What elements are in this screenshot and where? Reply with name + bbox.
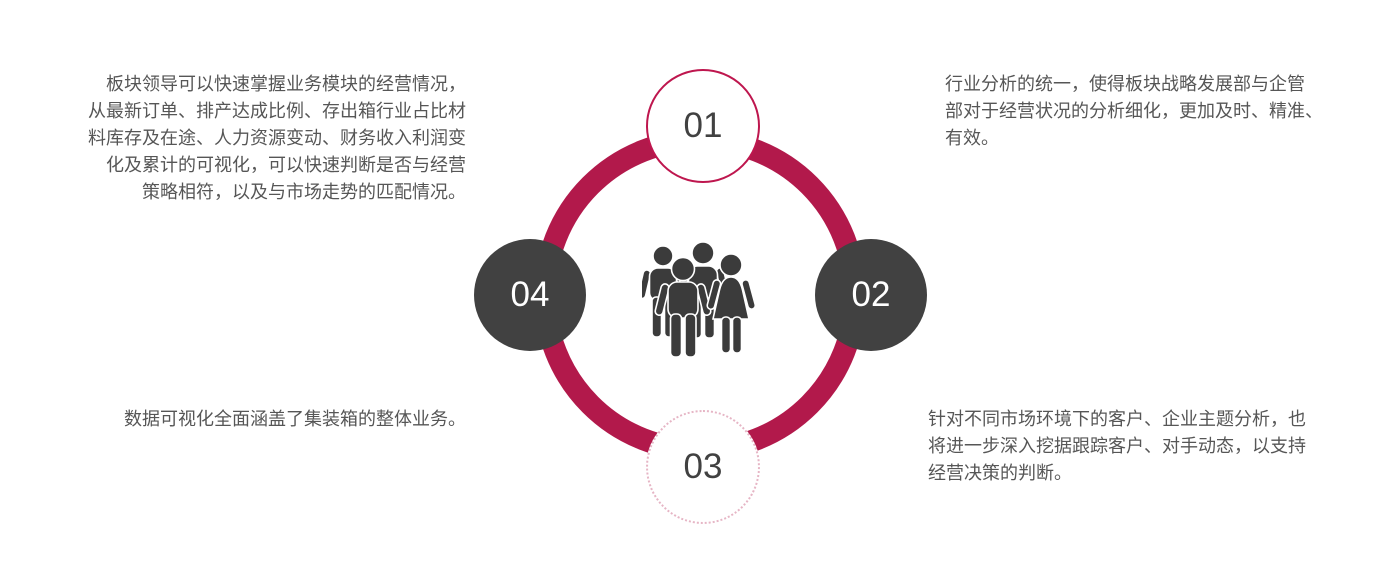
node-02: 02 [815, 239, 927, 351]
node-03-label: 03 [683, 447, 723, 486]
annotation-line: 经营决策的判断。 [928, 463, 1072, 483]
annotation-line: 化及累计的可视化，可以快速判断是否与经营 [106, 155, 466, 175]
node-04-label: 04 [510, 275, 550, 314]
annotation-line: 料库存及在途、人力资源变动、财务收入利润变 [88, 128, 466, 148]
annotation-line: 从最新订单、排产达成比例、存出箱行业占比材 [88, 101, 466, 121]
person-front-female [706, 253, 757, 354]
people-group-icon [642, 241, 757, 358]
node-01: 01 [646, 69, 760, 183]
annotation-bottom-left: 数据可视化全面涵盖了集装箱的整体业务。 [86, 406, 466, 433]
annotation-top-right: 行业分析的统一，使得板块战略发展部与企管 部对于经营状况的分析细化，更加及时、精… [945, 71, 1327, 152]
annotation-bottom-right: 针对不同市场环境下的客户、企业主题分析，也 将进一步深入挖据跟踪客户、对手动态，… [928, 406, 1323, 487]
annotation-line: 有效。 [945, 128, 999, 148]
node-04: 04 [474, 239, 586, 351]
annotation-line: 部对于经营状况的分析细化，更加及时、精准、 [945, 101, 1323, 121]
annotation-line: 行业分析的统一，使得板块战略发展部与企管 [945, 74, 1305, 94]
annotation-top-left: 板块领导可以快速掌握业务模块的经营情况， 从最新订单、排产达成比例、存出箱行业占… [86, 71, 466, 206]
annotation-line: 策略相符，以及与市场走势的匹配情况。 [142, 182, 466, 202]
node-03: 03 [646, 410, 760, 524]
annotation-line: 数据可视化全面涵盖了集装箱的整体业务。 [124, 409, 466, 429]
node-01-label: 01 [683, 106, 723, 145]
annotation-line: 针对不同市场环境下的客户、企业主题分析，也 [928, 409, 1306, 429]
annotation-line: 将进一步深入挖据跟踪客户、对手动态，以支持 [928, 436, 1306, 456]
node-02-label: 02 [851, 275, 891, 314]
annotation-line: 板块领导可以快速掌握业务模块的经营情况， [106, 74, 466, 94]
